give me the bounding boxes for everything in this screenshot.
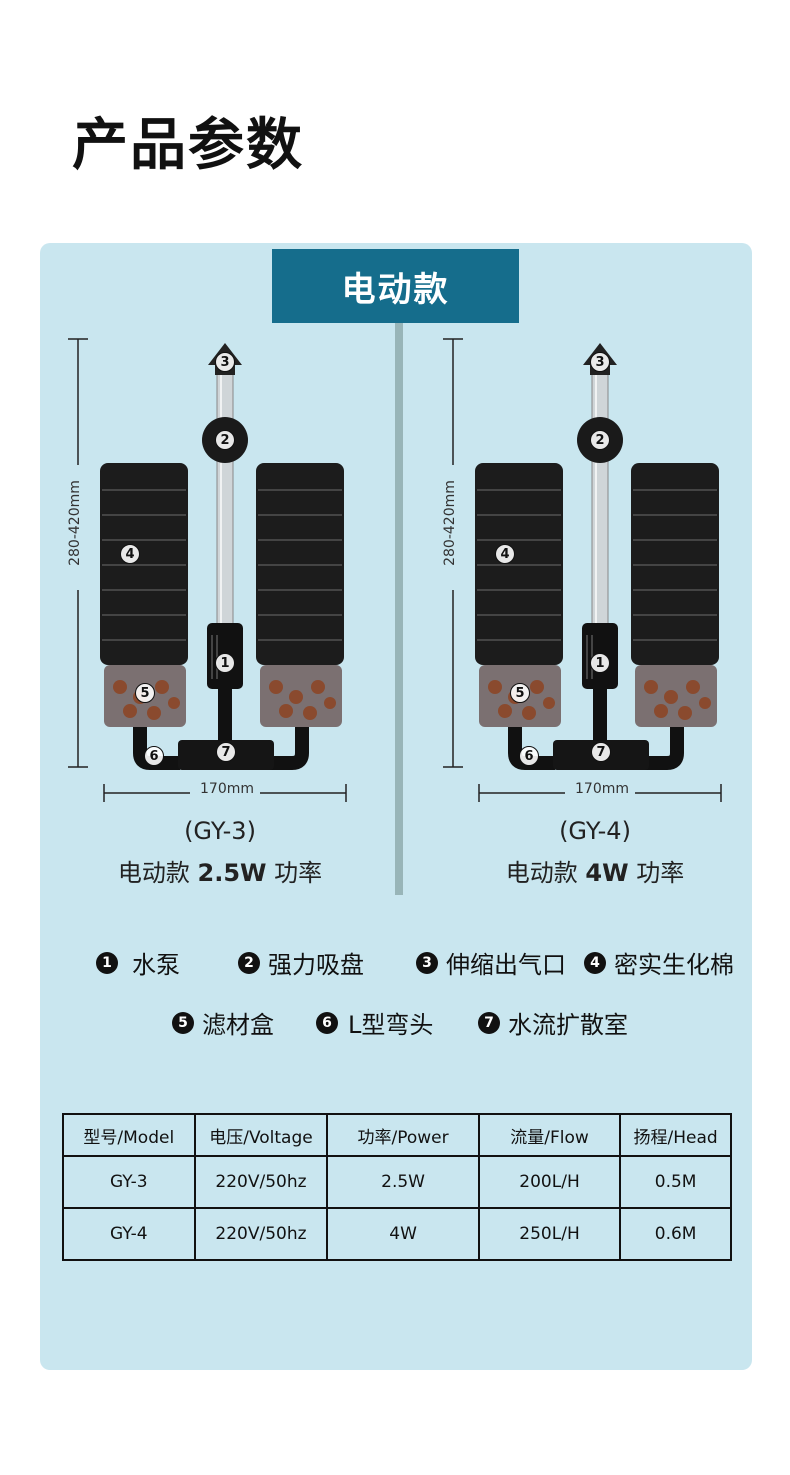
legend-label: 伸缩出气口 [446, 951, 566, 979]
number-badge-icon: 7 [478, 1011, 500, 1034]
model-desc-suffix: 功率 [266, 859, 323, 887]
table-cell: GY-4 [62, 1207, 196, 1261]
legend-item: 5 滤材盒 [172, 1005, 274, 1040]
legend-label: 密实生化棉 [614, 951, 734, 979]
model-desc: 电动款 4W 功率 [415, 853, 775, 888]
table-row: GY-4 220V/50hz 4W 250L/H 0.6M [62, 1207, 732, 1261]
legend-item: 4 密实生化棉 [584, 945, 734, 980]
number-badge-icon: 5 [172, 1011, 194, 1034]
table-cell: 0.5M [619, 1155, 732, 1209]
table-cell: GY-3 [62, 1155, 196, 1209]
callout-6: 6 [519, 746, 539, 766]
legend-label: 水泵 [132, 951, 180, 979]
callout-2: 2 [590, 430, 610, 450]
product-gy4: 280-420mm 170mm 3 2 4 1 5 6 7 (GY-4) 电动款… [415, 335, 775, 895]
width-dimension: 170mm [200, 781, 254, 797]
electric-banner: 电动款 [272, 249, 519, 323]
panel-divider [395, 323, 403, 895]
column-header: 流量/Flow [477, 1113, 622, 1157]
number-badge-icon: 6 [316, 1011, 338, 1034]
callout-3: 3 [215, 352, 235, 372]
callout-5: 5 [135, 683, 155, 703]
model-power: 4W [585, 859, 629, 887]
legend-label: L型弯头 [348, 1011, 434, 1039]
model-code: (GY-4) [559, 817, 631, 845]
model-desc-suffix: 功率 [628, 859, 685, 887]
callout-7: 7 [216, 742, 236, 762]
table-row: GY-3 220V/50hz 2.5W 200L/H 0.5M [62, 1155, 732, 1209]
model-desc: 电动款 2.5W 功率 [40, 853, 400, 888]
number-badge-icon: 2 [238, 951, 260, 974]
table-cell: 0.6M [619, 1207, 732, 1261]
table-cell: 2.5W [326, 1155, 480, 1209]
width-dimension: 170mm [575, 781, 629, 797]
page-title: 产品参数 [72, 113, 304, 178]
callout-2: 2 [215, 430, 235, 450]
callout-7: 7 [591, 742, 611, 762]
legend-item: 7 水流扩散室 [478, 1005, 628, 1040]
callout-4: 4 [120, 544, 140, 564]
table-cell: 220V/50hz [193, 1155, 329, 1209]
table-header-row: 型号/Model 电压/Voltage 功率/Power 流量/Flow 扬程/… [62, 1113, 732, 1157]
table-cell: 220V/50hz [193, 1207, 329, 1261]
height-dimension: 280-420mm [441, 480, 458, 566]
spec-table: 型号/Model 电压/Voltage 功率/Power 流量/Flow 扬程/… [62, 1113, 732, 1261]
number-badge-icon: 4 [584, 951, 606, 974]
column-header: 功率/Power [326, 1113, 480, 1157]
column-header: 扬程/Head [619, 1113, 732, 1157]
legend-label: 滤材盒 [202, 1011, 274, 1039]
height-dimension: 280-420mm [66, 480, 83, 566]
callout-3: 3 [590, 352, 610, 372]
column-header: 电压/Voltage [193, 1113, 329, 1157]
callout-5: 5 [510, 683, 530, 703]
callout-1: 1 [590, 653, 610, 673]
legend-item: 2 强力吸盘 [238, 945, 364, 980]
model-code: (GY-3) [184, 817, 256, 845]
table-cell: 4W [326, 1207, 480, 1261]
model-power: 2.5W [197, 859, 267, 887]
table-cell: 250L/H [477, 1207, 622, 1261]
legend-item: 6 L型弯头 [316, 1005, 433, 1040]
legend-label: 强力吸盘 [268, 951, 364, 979]
callout-1: 1 [215, 653, 235, 673]
legend-item: 3 伸缩出气口 [416, 945, 566, 980]
product-gy3: 280-420mm 170mm 3 2 4 1 5 6 7 (GY-3) 电动款… [40, 335, 400, 895]
number-badge-icon: 1 [96, 951, 118, 974]
callout-4: 4 [495, 544, 515, 564]
table-cell: 200L/H [477, 1155, 622, 1209]
model-desc-prefix: 电动款 [505, 859, 586, 887]
column-header: 型号/Model [62, 1113, 196, 1157]
filter-illustration [443, 338, 722, 802]
number-badge-icon: 3 [416, 951, 438, 974]
legend-item: 1 水泵 [96, 945, 180, 980]
callout-6: 6 [144, 746, 164, 766]
model-desc-prefix: 电动款 [117, 859, 198, 887]
legend-label: 水流扩散室 [508, 1011, 628, 1039]
